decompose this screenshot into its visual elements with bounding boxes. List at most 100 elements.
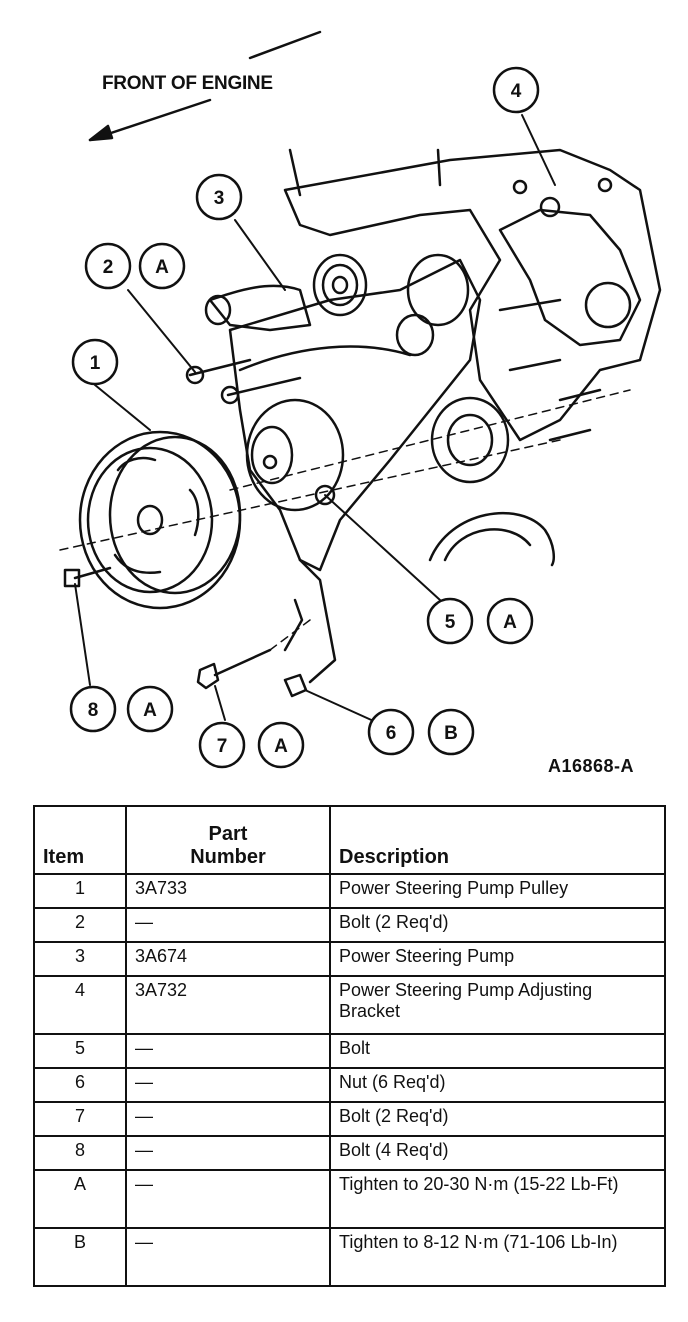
- bracket-stud: [597, 177, 613, 193]
- bolt-2-head: [185, 365, 205, 385]
- table-row: A — Tighten to 20-30 N·m (15-22 Lb-Ft): [33, 1169, 666, 1229]
- header-part-line1: Part: [208, 823, 248, 845]
- power-steering-pump: [228, 258, 482, 572]
- callout-2-circle: [84, 242, 132, 290]
- cell-item: 1: [33, 873, 127, 909]
- bracket-hole: [584, 281, 632, 329]
- leader-7: [214, 685, 226, 721]
- bolt-7-shank: [213, 648, 272, 677]
- cell-item: 3: [33, 941, 127, 977]
- pump-port: [395, 313, 435, 357]
- table-row: 4 3A732 Power Steering Pump Adjusting Br…: [33, 975, 666, 1035]
- cell-item: 2: [33, 907, 127, 943]
- callout-4-circle: [492, 66, 540, 114]
- bracket-plate: [498, 208, 642, 347]
- cell-part: 3A733: [125, 873, 331, 909]
- bracket-stud: [539, 196, 561, 218]
- cell-part: —: [125, 1067, 331, 1103]
- callout-8-spec: A: [143, 700, 157, 721]
- bolt-2-shank: [188, 358, 252, 377]
- callout-6-spec: B: [444, 723, 458, 744]
- pump-pulley-center: [136, 504, 164, 536]
- cell-description: Tighten to 8-12 N·m (71-106 Lb-In): [329, 1227, 666, 1287]
- leader-5: [324, 494, 441, 601]
- pump-rotor-inner: [446, 413, 494, 467]
- callout-6-circle: [367, 708, 415, 756]
- cell-description: Tighten to 20-30 N·m (15-22 Lb-Ft): [329, 1169, 666, 1229]
- bracket-bolt: [498, 298, 562, 312]
- cell-part: 3A732: [125, 975, 331, 1035]
- cell-description: Bolt (2 Req'd): [329, 907, 666, 943]
- callout-5-circle: [426, 597, 474, 645]
- leader-4: [521, 114, 556, 186]
- table-row: 6 — Nut (6 Req'd): [33, 1067, 666, 1103]
- cell-part: 3A674: [125, 941, 331, 977]
- leader-8: [74, 583, 91, 686]
- callout-2-spec: A: [155, 257, 169, 278]
- cell-item: 6: [33, 1067, 127, 1103]
- table-row: 1 3A733 Power Steering Pump Pulley: [33, 873, 666, 909]
- exploded-view-figure: 1 2 A 3 4 5 A 6 B 7 A 8 A FRONT OF ENGIN…: [59, 30, 662, 776]
- front-of-engine-label: FRONT OF ENGINE: [102, 73, 273, 94]
- cell-item: 8: [33, 1135, 127, 1171]
- crank-pulley-inner: [443, 528, 532, 562]
- cell-part: —: [125, 1033, 331, 1069]
- engine-drawing: 1 2 A 3 4 5 A 6 B 7 A 8 A: [59, 30, 662, 769]
- pump-hub-shaft: [250, 425, 294, 485]
- pulley-slot: [188, 488, 200, 537]
- crank-pulley: [428, 511, 555, 567]
- header-part-line2: Number: [190, 846, 266, 868]
- figure-id: A16868-A: [548, 756, 635, 776]
- idler-pulley: [312, 253, 368, 317]
- callout-7-spec: A: [274, 736, 288, 757]
- header-item: Item: [33, 805, 127, 875]
- cell-item: 7: [33, 1101, 127, 1137]
- cell-description: Power Steering Pump Pulley: [329, 873, 666, 909]
- callout-8-spec-circle: [126, 685, 174, 733]
- cell-description: Bolt (4 Req'd): [329, 1135, 666, 1171]
- front-arrow-head: [88, 124, 114, 142]
- cell-item: A: [33, 1169, 127, 1229]
- bolt-2b-head: [220, 385, 240, 405]
- cell-description: Power Steering Pump: [329, 941, 666, 977]
- callout-2-spec-circle: [138, 242, 186, 290]
- cell-part: —: [125, 1135, 331, 1171]
- callout-8-label: 8: [88, 700, 99, 721]
- cell-item: 5: [33, 1033, 127, 1069]
- callout-4-label: 4: [511, 81, 522, 102]
- link-line: [283, 598, 304, 652]
- callout-5-spec: A: [503, 612, 517, 633]
- bolt-5-head: [314, 484, 336, 506]
- cell-description: Bolt (2 Req'd): [329, 1101, 666, 1137]
- bolt-2b-shank: [226, 376, 302, 397]
- cell-item: 4: [33, 975, 127, 1035]
- leader-6: [304, 689, 379, 724]
- callout-7-circle: [198, 721, 246, 769]
- bolt-7-head: [196, 662, 220, 690]
- table-row: 7 — Bolt (2 Req'd): [33, 1101, 666, 1137]
- table-header-row: Item Part Number Description: [33, 805, 666, 875]
- pump-shaft-end: [262, 454, 278, 470]
- alignment-line: [229, 389, 631, 491]
- pump-housing-edge: [238, 345, 412, 372]
- alignment-line: [59, 439, 561, 551]
- leader-1: [94, 384, 151, 431]
- table-row: 5 — Bolt: [33, 1033, 666, 1069]
- bracket-bolt: [548, 428, 592, 442]
- callout-6-label: 6: [386, 723, 397, 744]
- pump-pulley-outer: [78, 430, 242, 610]
- pump-rotor: [430, 396, 510, 484]
- callout-1-label: 1: [90, 353, 101, 374]
- bolt-8-shank: [73, 566, 112, 580]
- parts-table: Item Part Number Description 1 3A733 Pow…: [33, 805, 666, 1287]
- cell-part: —: [125, 1101, 331, 1137]
- alignment-line: [269, 619, 311, 651]
- leader-2: [127, 289, 196, 373]
- bracket-bolt: [508, 358, 562, 372]
- callout-2-label: 2: [103, 257, 114, 278]
- leader-3: [234, 219, 286, 291]
- cell-description: Bolt: [329, 1033, 666, 1069]
- pump-outlet-opening: [204, 294, 232, 326]
- cell-item: B: [33, 1227, 127, 1287]
- adjusting-bracket: [283, 148, 662, 442]
